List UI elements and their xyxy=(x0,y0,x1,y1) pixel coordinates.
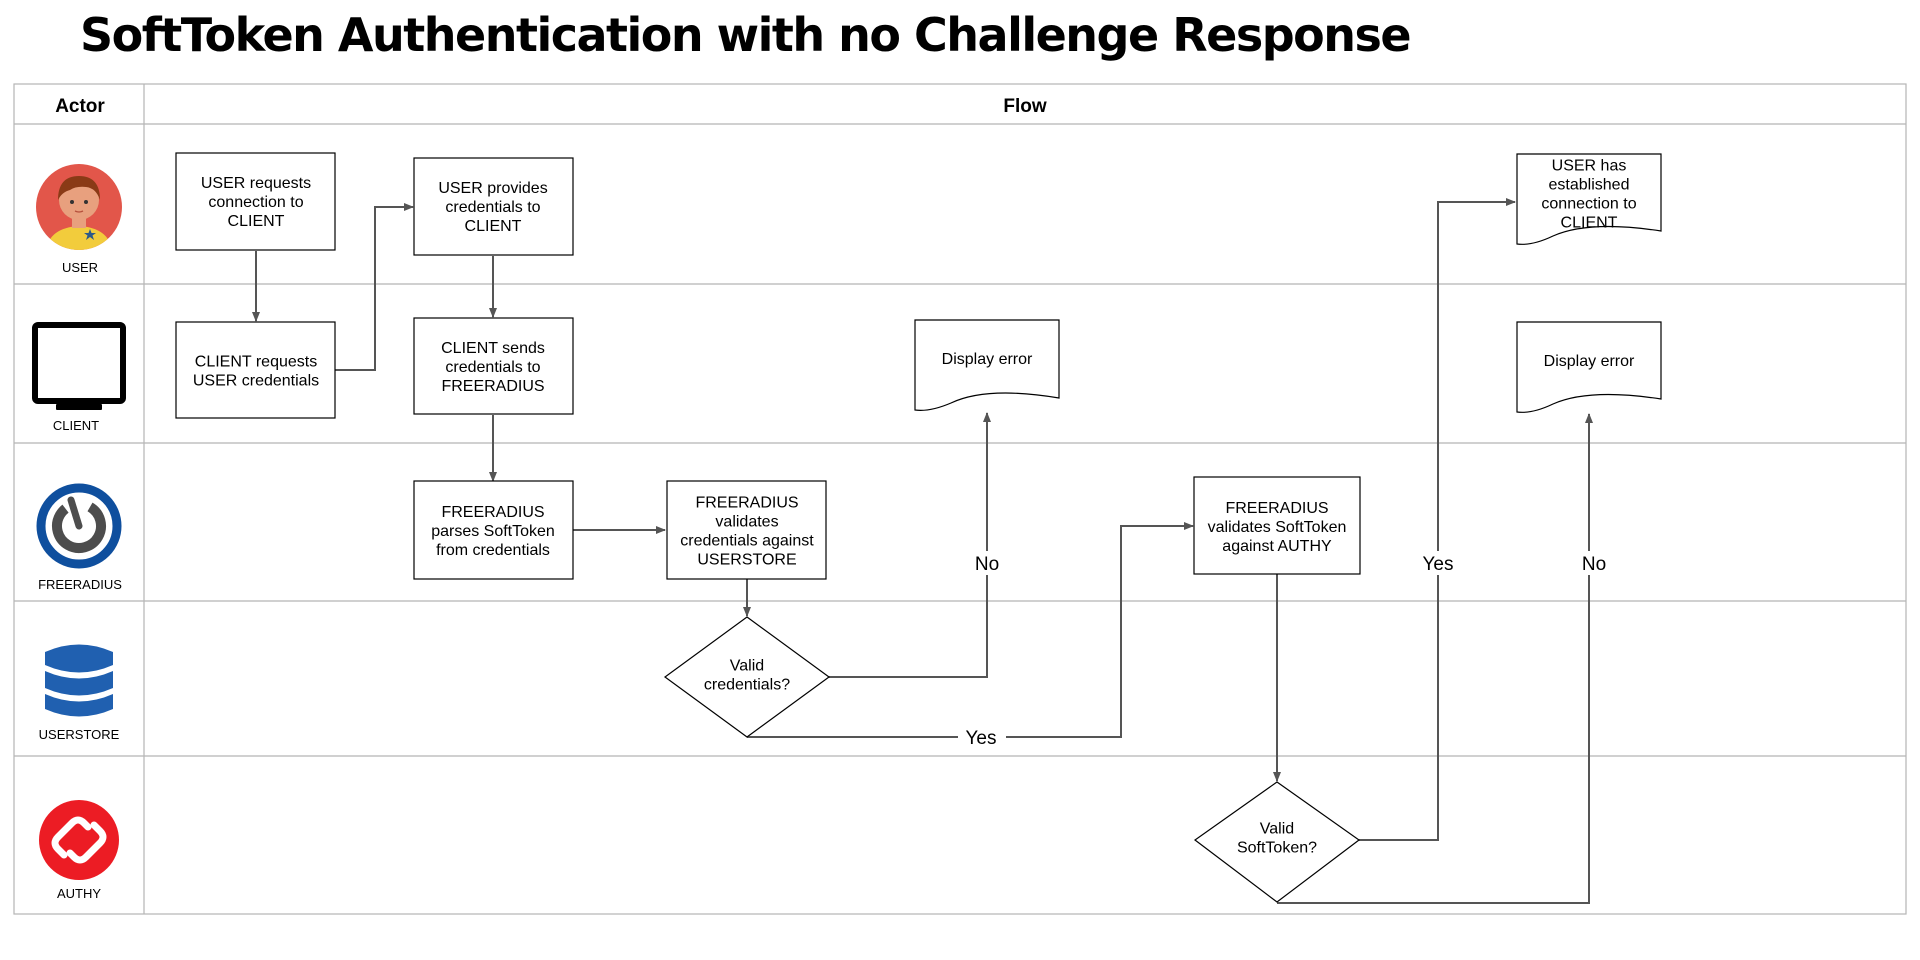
node-label-display-error-2: Display error xyxy=(1544,353,1635,370)
node-label-fr-parses: FREERADIUS parses SoftToken from credentia… xyxy=(431,504,555,559)
node-label-line: Valid xyxy=(1260,821,1294,838)
arrow-valid-softtoken-no-to-display-error xyxy=(1277,413,1593,904)
connectors xyxy=(252,198,1593,904)
node-user-established xyxy=(1516,153,1662,245)
actor-label-client: CLIENT xyxy=(53,418,99,433)
node-label-user-requests: USER requests connection to CLIENT xyxy=(201,175,311,230)
node-client-requests xyxy=(175,321,336,419)
node-label-line: validates SoftToken xyxy=(1208,519,1347,536)
node-valid-softtoken-decision xyxy=(1193,781,1361,903)
node-label-line: established xyxy=(1549,177,1630,194)
edge-label-yes-softtoken: Yes xyxy=(1423,554,1454,575)
authy-logo-icon xyxy=(39,800,119,880)
node-label-line: credentials to xyxy=(445,199,540,216)
node-label-user-established: USER has established connection to CLIENT xyxy=(1541,158,1636,232)
node-label-fr-validates-softtoken: FREERADIUS validates SoftToken against AUT… xyxy=(1208,500,1347,555)
node-fr-validates-softtoken xyxy=(1193,476,1361,575)
edge-label-no-softtoken: No xyxy=(1582,554,1606,575)
node-label-display-error-1: Display error xyxy=(942,351,1033,368)
node-label-line: FREERADIUS xyxy=(441,378,544,395)
header-flow: Flow xyxy=(1003,96,1046,117)
monitor-icon xyxy=(32,322,126,410)
node-label-line: credentials? xyxy=(704,677,790,694)
node-label-line: CLIENT xyxy=(228,213,285,230)
node-user-provides xyxy=(413,157,574,256)
node-label-line: from credentials xyxy=(436,542,550,559)
node-label-line: CLIENT requests xyxy=(195,354,317,371)
swimlane-grid xyxy=(13,83,1907,915)
page-title: SoftToken Authentication with no Challen… xyxy=(80,8,1412,62)
node-label-line: connection to xyxy=(208,194,303,211)
arrow-client-requests-to-user-provides xyxy=(335,203,414,371)
actor-label-freeradius: FREERADIUS xyxy=(38,577,122,592)
actor-label-userstore: USERSTORE xyxy=(39,727,120,742)
node-label-line: USER requests xyxy=(201,175,311,192)
node-label-line: Valid xyxy=(730,658,764,675)
edge-label-no-credentials: No xyxy=(975,554,999,575)
node-label-line: USERSTORE xyxy=(697,552,796,569)
actor-label-user: USER xyxy=(62,260,98,275)
node-label-user-provides: USER provides credentials to CLIENT xyxy=(438,180,547,235)
node-label-client-sends: CLIENT sends credentials to FREERADIUS xyxy=(441,340,545,395)
arrow-valid-credentials-no-to-display-error xyxy=(829,412,991,678)
node-fr-parses xyxy=(413,480,574,580)
node-label-line: USER has xyxy=(1552,158,1627,175)
edge-label-yes-credentials: Yes xyxy=(966,728,997,749)
table-border xyxy=(13,83,1907,915)
node-label-line: connection to xyxy=(1541,196,1636,213)
node-label-line: CLIENT xyxy=(465,218,522,235)
node-label-line: FREERADIUS xyxy=(695,495,798,512)
node-label-line: credentials against xyxy=(680,533,814,550)
node-display-error-1 xyxy=(914,319,1060,411)
freeradius-logo-icon xyxy=(36,483,122,569)
node-user-requests xyxy=(175,152,336,251)
node-fr-validates-credentials xyxy=(666,480,827,580)
node-label-line: USER credentials xyxy=(193,373,319,390)
node-label-line: CLIENT xyxy=(1561,215,1618,232)
node-label-valid-credentials: Valid credentials? xyxy=(704,658,790,694)
node-label-line: CLIENT sends xyxy=(441,340,545,357)
arrow-valid-credentials-yes-to-fr-validates-token xyxy=(747,522,1194,738)
node-label-line: FREERADIUS xyxy=(441,504,544,521)
node-client-sends xyxy=(413,317,574,415)
node-valid-credentials-decision xyxy=(663,616,831,738)
arrow-valid-softtoken-yes-to-user-established xyxy=(1359,198,1516,841)
node-label-line: Display error xyxy=(942,351,1033,368)
node-label-line: against AUTHY xyxy=(1222,538,1332,555)
node-label-line: Display error xyxy=(1544,353,1635,370)
node-label-line: FREERADIUS xyxy=(1225,500,1328,517)
node-label-line: SoftToken? xyxy=(1237,840,1317,857)
database-icon xyxy=(45,644,113,717)
node-label-line: validates xyxy=(715,514,778,531)
node-label-line: parses SoftToken xyxy=(431,523,555,540)
actor-label-authy: AUTHY xyxy=(57,886,101,901)
user-avatar-icon xyxy=(36,164,122,250)
node-label-line: USER provides xyxy=(438,180,547,197)
node-label-line: credentials to xyxy=(445,359,540,376)
header-actor: Actor xyxy=(55,96,105,117)
node-display-error-2 xyxy=(1516,321,1662,413)
